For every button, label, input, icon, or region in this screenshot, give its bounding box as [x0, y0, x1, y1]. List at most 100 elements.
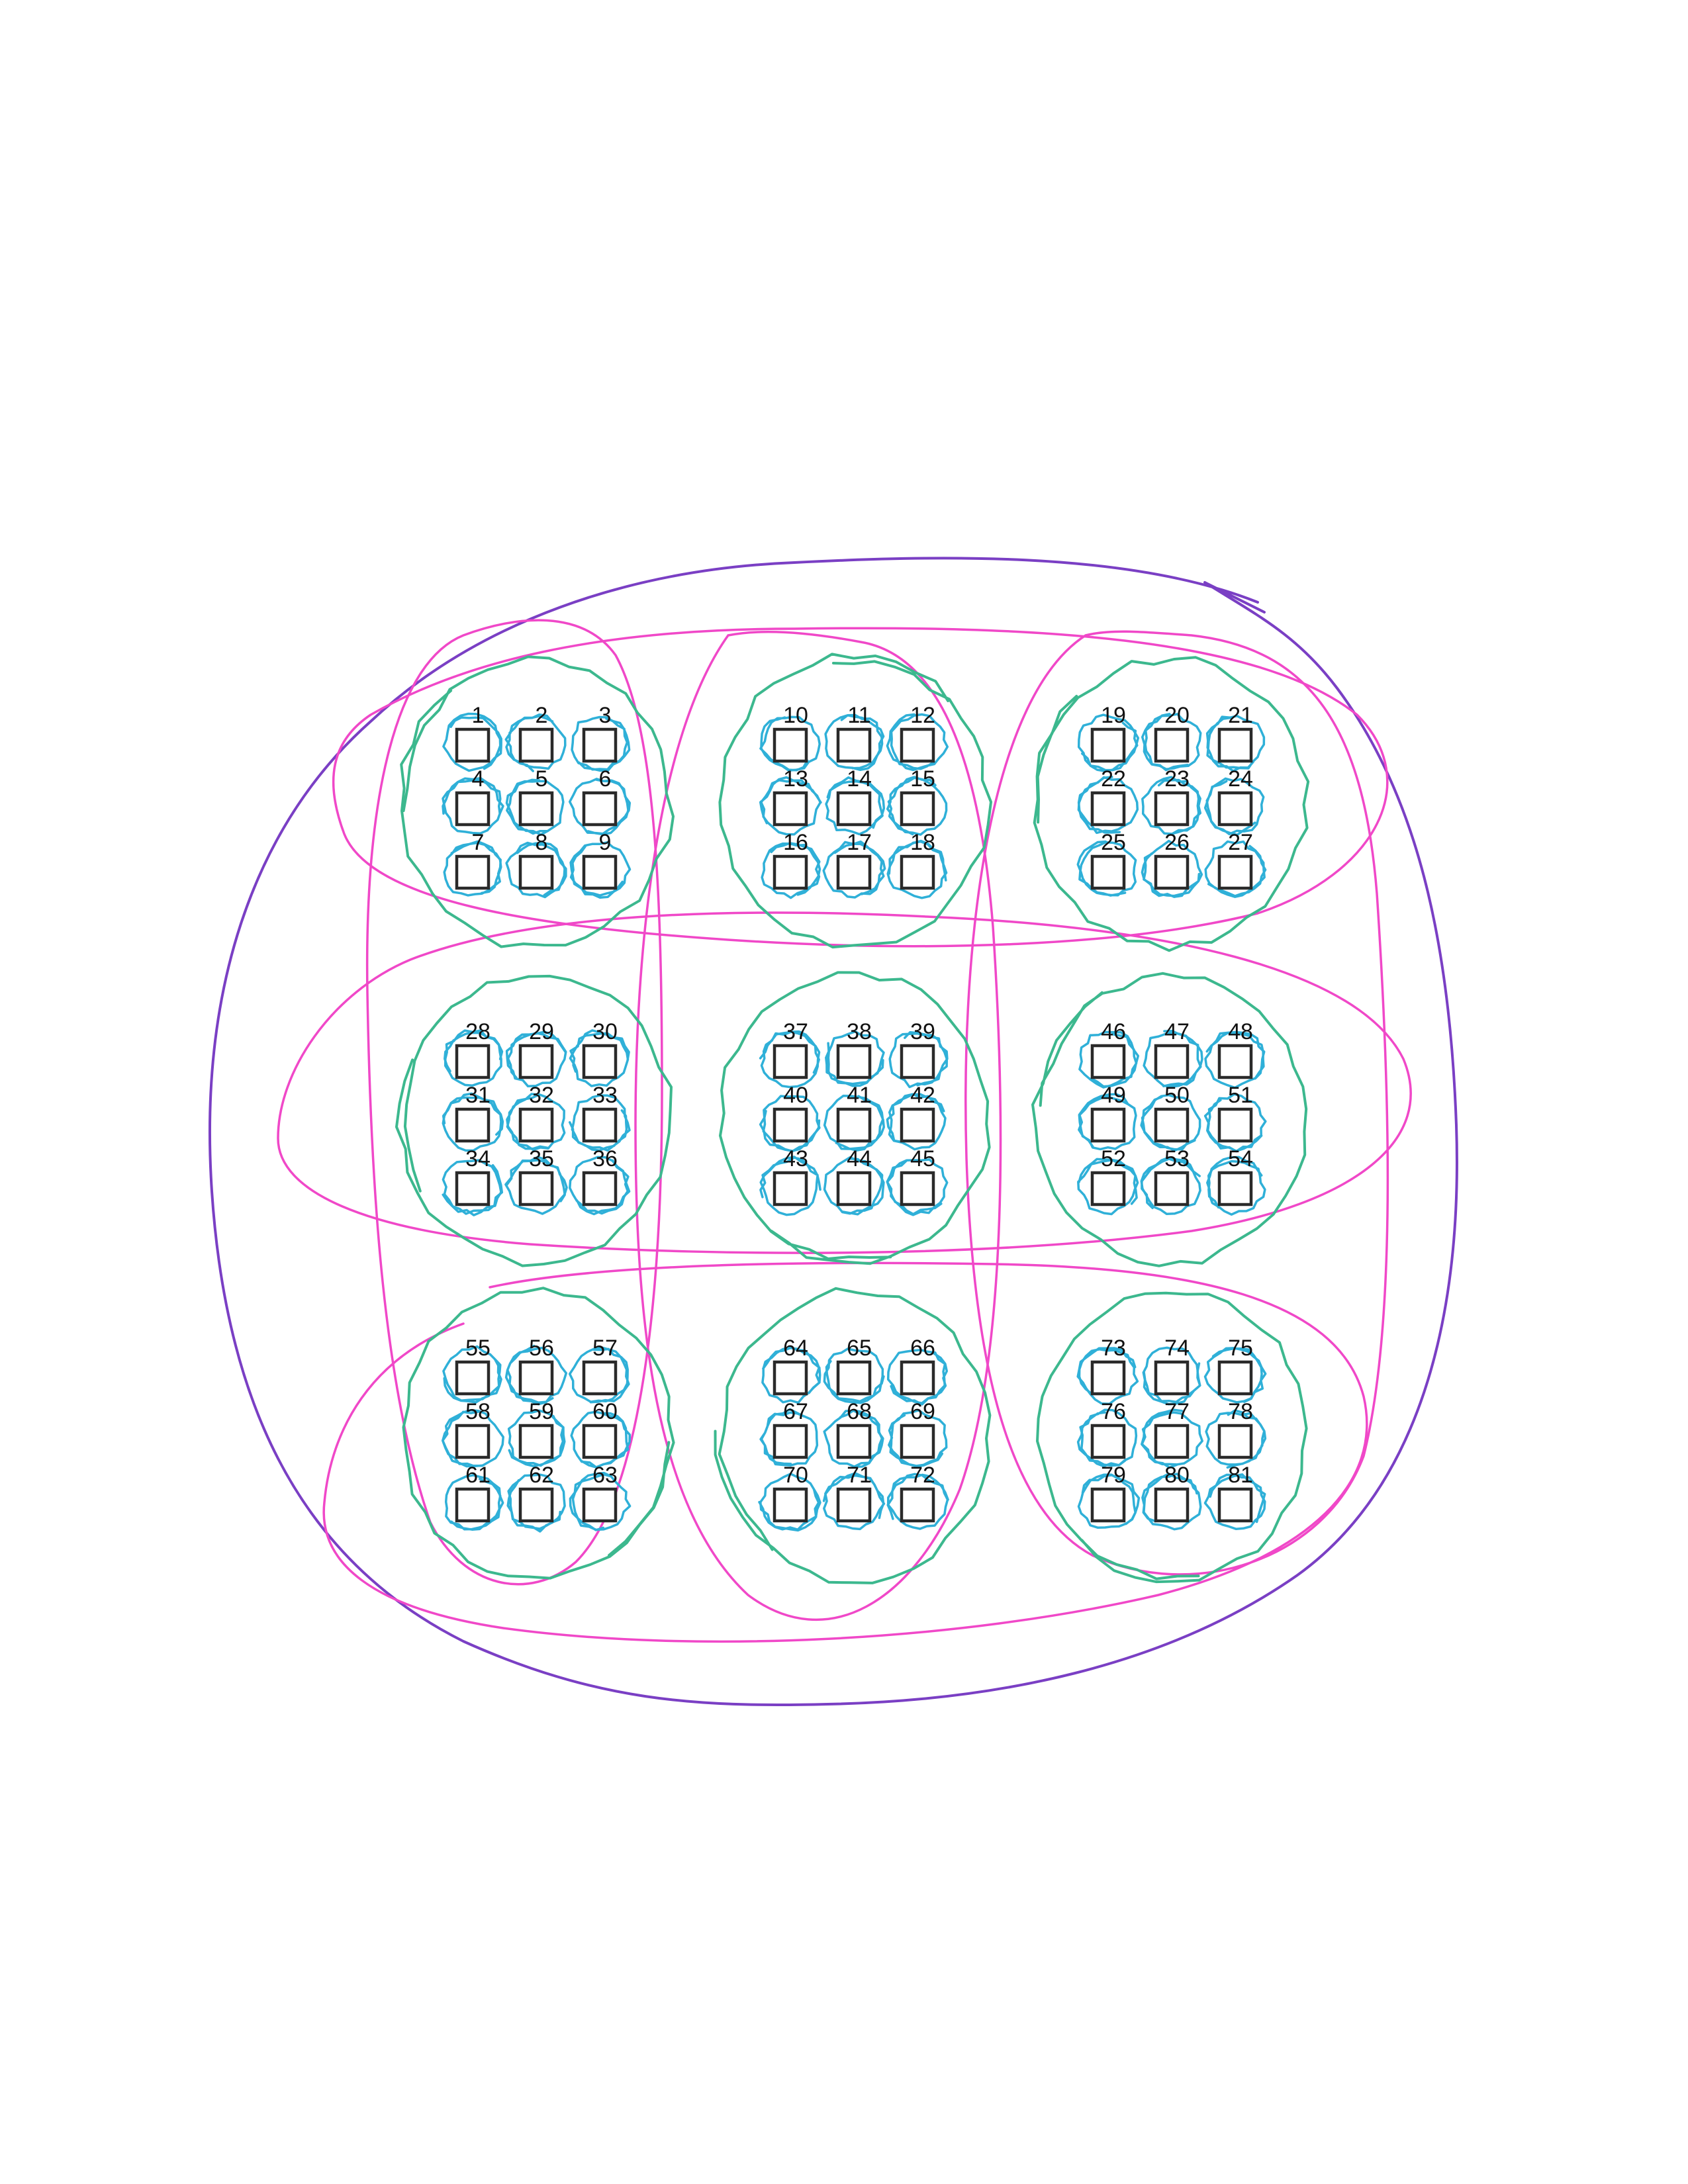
cell-box [455, 1360, 491, 1396]
cell-label: 41 [847, 1083, 872, 1108]
cell-box [582, 1487, 618, 1523]
cell-label: 4 [472, 766, 485, 792]
cell-box [836, 727, 872, 763]
block-group-loop [1031, 972, 1308, 1267]
cell-label: 46 [1101, 1019, 1126, 1044]
cell-loop [1077, 776, 1139, 835]
cell-box [900, 1044, 935, 1079]
cell-box [1090, 1424, 1126, 1459]
cell-box [1217, 854, 1253, 890]
cell-label: 33 [592, 1083, 618, 1108]
cell-box [582, 1360, 618, 1396]
cell-label: 42 [910, 1083, 935, 1108]
cell-label: 52 [1101, 1146, 1126, 1171]
cell-loop [1203, 777, 1265, 837]
cell-loop [505, 841, 567, 899]
column-group-loop [365, 619, 663, 1586]
cell-box [518, 1360, 554, 1396]
cell-box [1217, 1107, 1253, 1143]
cell-box [836, 791, 872, 827]
cell-loop [442, 1345, 502, 1404]
cell-box [1154, 1107, 1190, 1143]
cell-box [1154, 854, 1190, 890]
cell-loop [1078, 1030, 1140, 1089]
cell-loop [571, 715, 631, 772]
cell-label: 74 [1164, 1336, 1190, 1361]
cell-label: 58 [465, 1399, 491, 1424]
cell-label: 10 [783, 703, 808, 728]
cell-label: 34 [465, 1146, 491, 1171]
cell-loop [759, 1095, 821, 1153]
cell-box [518, 1044, 554, 1079]
cell-loop [1141, 1473, 1202, 1531]
cell-loop [569, 841, 632, 899]
cell-loop [888, 1409, 948, 1468]
cell-loop [824, 713, 885, 772]
cell-loop [886, 1348, 949, 1406]
cell-box [836, 1487, 872, 1523]
cell-box [773, 727, 808, 763]
cell-loop [886, 713, 949, 772]
cell-box [1154, 727, 1190, 763]
cell-loop [759, 1156, 821, 1216]
row-group-loop [322, 1261, 1368, 1643]
cell-label: 78 [1228, 1399, 1253, 1424]
cell-label: 13 [783, 766, 808, 792]
cell-box [582, 1171, 618, 1206]
cell-label: 2 [536, 703, 548, 728]
cell-label: 77 [1164, 1399, 1190, 1424]
cell-loop [1076, 1347, 1139, 1405]
cell-loop [570, 1410, 632, 1469]
cell-label: 14 [847, 766, 872, 792]
cell-box [518, 1424, 554, 1459]
block-group-loop [714, 1287, 992, 1584]
cell-label: 22 [1101, 766, 1126, 792]
cell-box [518, 1487, 554, 1523]
cell-box [900, 854, 935, 890]
cell-loop [759, 776, 822, 836]
cell-label: 68 [847, 1399, 872, 1424]
cell-label: 47 [1164, 1019, 1190, 1044]
cell-box [1090, 1107, 1126, 1143]
cell-box [455, 1424, 491, 1459]
cell-label: 32 [529, 1083, 554, 1108]
cell-label: 18 [910, 830, 935, 855]
cell-box [900, 1107, 935, 1143]
cell-loop [442, 1092, 504, 1152]
cell-label: 40 [783, 1083, 808, 1108]
cell-label: 75 [1228, 1336, 1253, 1361]
cell-box [455, 727, 491, 763]
cell-loop [758, 1473, 821, 1532]
cell-loop [759, 1030, 821, 1089]
cell-label: 55 [465, 1336, 491, 1361]
cell-label: 61 [465, 1463, 491, 1488]
cell-box [582, 854, 618, 890]
cell-box [455, 1107, 491, 1143]
cell-label: 11 [847, 703, 870, 728]
cell-box [455, 1044, 491, 1079]
cell-loop [443, 840, 502, 897]
cell-box [773, 1360, 808, 1396]
cell-label: 7 [472, 830, 485, 855]
cell-label: 59 [529, 1399, 554, 1424]
cell-box [518, 791, 554, 827]
cell-box [900, 1360, 935, 1396]
cell-box [455, 1487, 491, 1523]
cell-label: 81 [1228, 1463, 1253, 1488]
cell-label: 56 [529, 1336, 554, 1361]
cell-label: 67 [783, 1399, 808, 1424]
cell-loop [761, 1346, 821, 1404]
cell-box [1090, 1171, 1126, 1206]
cell-box [836, 1171, 872, 1206]
cell-loop [1204, 1030, 1266, 1089]
cell-label: 6 [599, 766, 612, 792]
cell-box [455, 854, 491, 890]
cell-label: 27 [1228, 830, 1253, 855]
block-group-loop [395, 974, 673, 1267]
cell-loop [568, 778, 632, 836]
cell-label: 62 [529, 1463, 554, 1488]
cell-loop [444, 1029, 504, 1087]
cell-label: 12 [910, 703, 935, 728]
cell-loop [1140, 1156, 1201, 1216]
cell-loop [1076, 1408, 1138, 1468]
